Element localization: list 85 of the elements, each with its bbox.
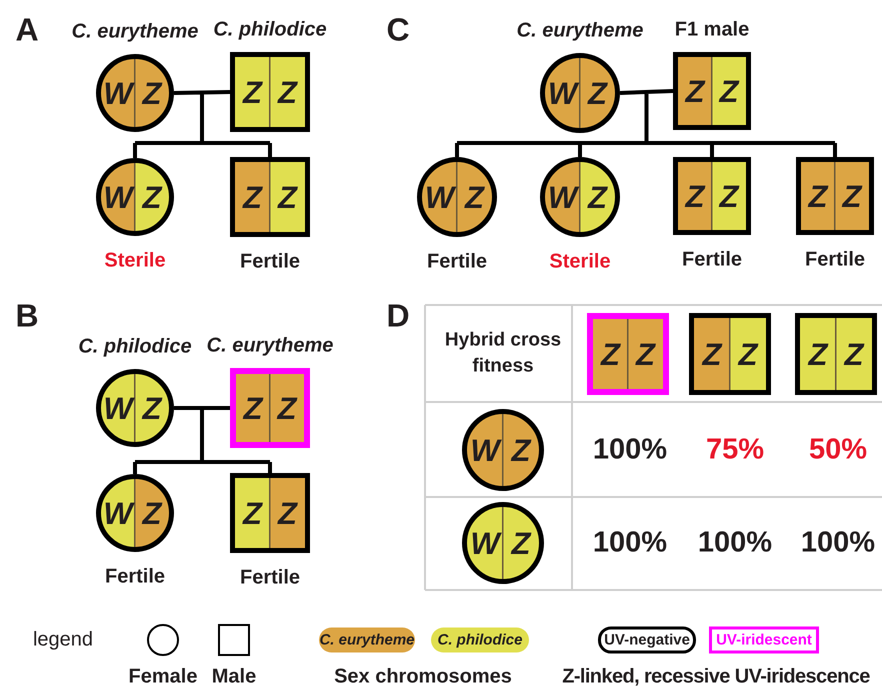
chromosome-letter: Z xyxy=(601,338,620,370)
fertility-label: Sterile xyxy=(549,250,611,274)
species-label: C. philodice xyxy=(213,18,327,42)
species-label: C. eurytheme xyxy=(516,20,644,42)
fertility-label: Fertile xyxy=(682,248,742,272)
fertility-label: Sterile xyxy=(104,250,166,272)
pedigree-line xyxy=(133,406,272,476)
chromosome-letter: Z xyxy=(278,498,297,528)
chromosome-letter: Z xyxy=(243,182,262,212)
male-symbol xyxy=(796,157,874,235)
chromosome-letter: Z xyxy=(720,180,738,212)
chromosome-letter: Z xyxy=(243,498,262,528)
legend-caption: Z-linked, recessive UV-iridescence xyxy=(562,666,870,688)
male-symbol xyxy=(230,368,310,448)
fitness-value: 75% xyxy=(706,434,764,466)
chromosome-letter: W xyxy=(103,392,133,424)
chromosome-letter: Z xyxy=(686,76,704,106)
chromosome-letter: Z xyxy=(244,392,262,424)
legend-chip: C. eurytheme xyxy=(319,628,415,652)
species-label: C. eurytheme xyxy=(206,334,334,358)
panel-letter: D xyxy=(386,298,410,334)
chromosome-letter: Z xyxy=(588,78,607,108)
species-label: C. philodice xyxy=(78,336,192,358)
chromosome-letter: W xyxy=(103,498,133,528)
fertility-label: Fertile xyxy=(240,250,300,274)
chromosome-letter: Z xyxy=(278,182,297,212)
legend-text: Male xyxy=(212,666,256,688)
species-label: F1 male xyxy=(674,18,750,42)
male-symbol xyxy=(230,473,310,553)
chromosome-letter: W xyxy=(470,528,500,558)
fertility-label: Fertile xyxy=(240,566,300,590)
chromosome-letter: W xyxy=(548,182,578,212)
chromosome-letter: Z xyxy=(142,392,162,424)
chromosome-letter: Z xyxy=(808,338,828,370)
male-symbol xyxy=(795,313,877,395)
chromosome-letter: Z xyxy=(720,76,738,106)
male-symbol xyxy=(673,52,751,130)
legend-title: legend xyxy=(32,628,94,652)
chromosome-letter: Z xyxy=(588,182,607,212)
panel-letter: A xyxy=(15,12,39,48)
chromosome-letter: Z xyxy=(844,338,864,370)
fertility-label: Fertile xyxy=(104,566,166,588)
fitness-value: 100% xyxy=(592,526,668,560)
fitness-value: 100% xyxy=(592,434,668,466)
chromosome-letter: Z xyxy=(686,180,704,212)
male-symbol xyxy=(689,313,771,395)
legend-caption: Sex chromosomes xyxy=(334,666,512,688)
chromosome-letter: Z xyxy=(278,76,297,108)
fitness-value: 50% xyxy=(808,434,868,466)
chromosome-letter: Z xyxy=(842,180,862,212)
chromosome-letter: Z xyxy=(808,180,828,212)
panel-letter: B xyxy=(15,298,39,334)
chromosome-letter: Z xyxy=(636,338,655,370)
chromosome-letter: Z xyxy=(738,338,758,370)
legend-chip: UV-iridescent xyxy=(709,626,819,654)
chromosome-letter: Z xyxy=(512,434,530,466)
table-header-text: Hybrid cross fitness xyxy=(444,328,562,378)
chromosome-letter: W xyxy=(424,182,454,212)
chromosome-letter: W xyxy=(103,78,133,108)
panel-letter: C xyxy=(386,12,410,48)
chromosome-letter: Z xyxy=(142,78,162,108)
chromosome-letter: Z xyxy=(243,76,262,108)
pedigree-line xyxy=(455,89,837,159)
pedigree-line xyxy=(133,90,272,160)
species-label: C. eurytheme xyxy=(72,20,198,44)
fertility-label: Fertile xyxy=(426,250,488,274)
chromosome-letter: Z xyxy=(465,182,484,212)
male-symbol xyxy=(587,313,669,395)
legend-chip: UV-negative xyxy=(598,626,696,654)
chromosome-letter: Z xyxy=(512,528,530,558)
male-symbol xyxy=(230,157,310,237)
legend-chip: C. philodice xyxy=(431,628,529,652)
male-symbol xyxy=(230,52,310,132)
chromosome-letter: W xyxy=(470,434,500,466)
chromosome-letter: W xyxy=(103,182,133,212)
fitness-value: 100% xyxy=(698,526,772,560)
chromosome-letter: Z xyxy=(142,182,162,212)
fitness-value: 100% xyxy=(800,526,876,560)
fertility-label: Fertile xyxy=(804,248,866,272)
chromosome-letter: Z xyxy=(142,498,162,528)
legend-text: Female xyxy=(128,666,198,688)
chromosome-letter: W xyxy=(548,78,578,108)
chromosome-letter: Z xyxy=(702,338,722,370)
chromosome-letter: Z xyxy=(278,392,296,424)
male-symbol xyxy=(673,157,751,235)
